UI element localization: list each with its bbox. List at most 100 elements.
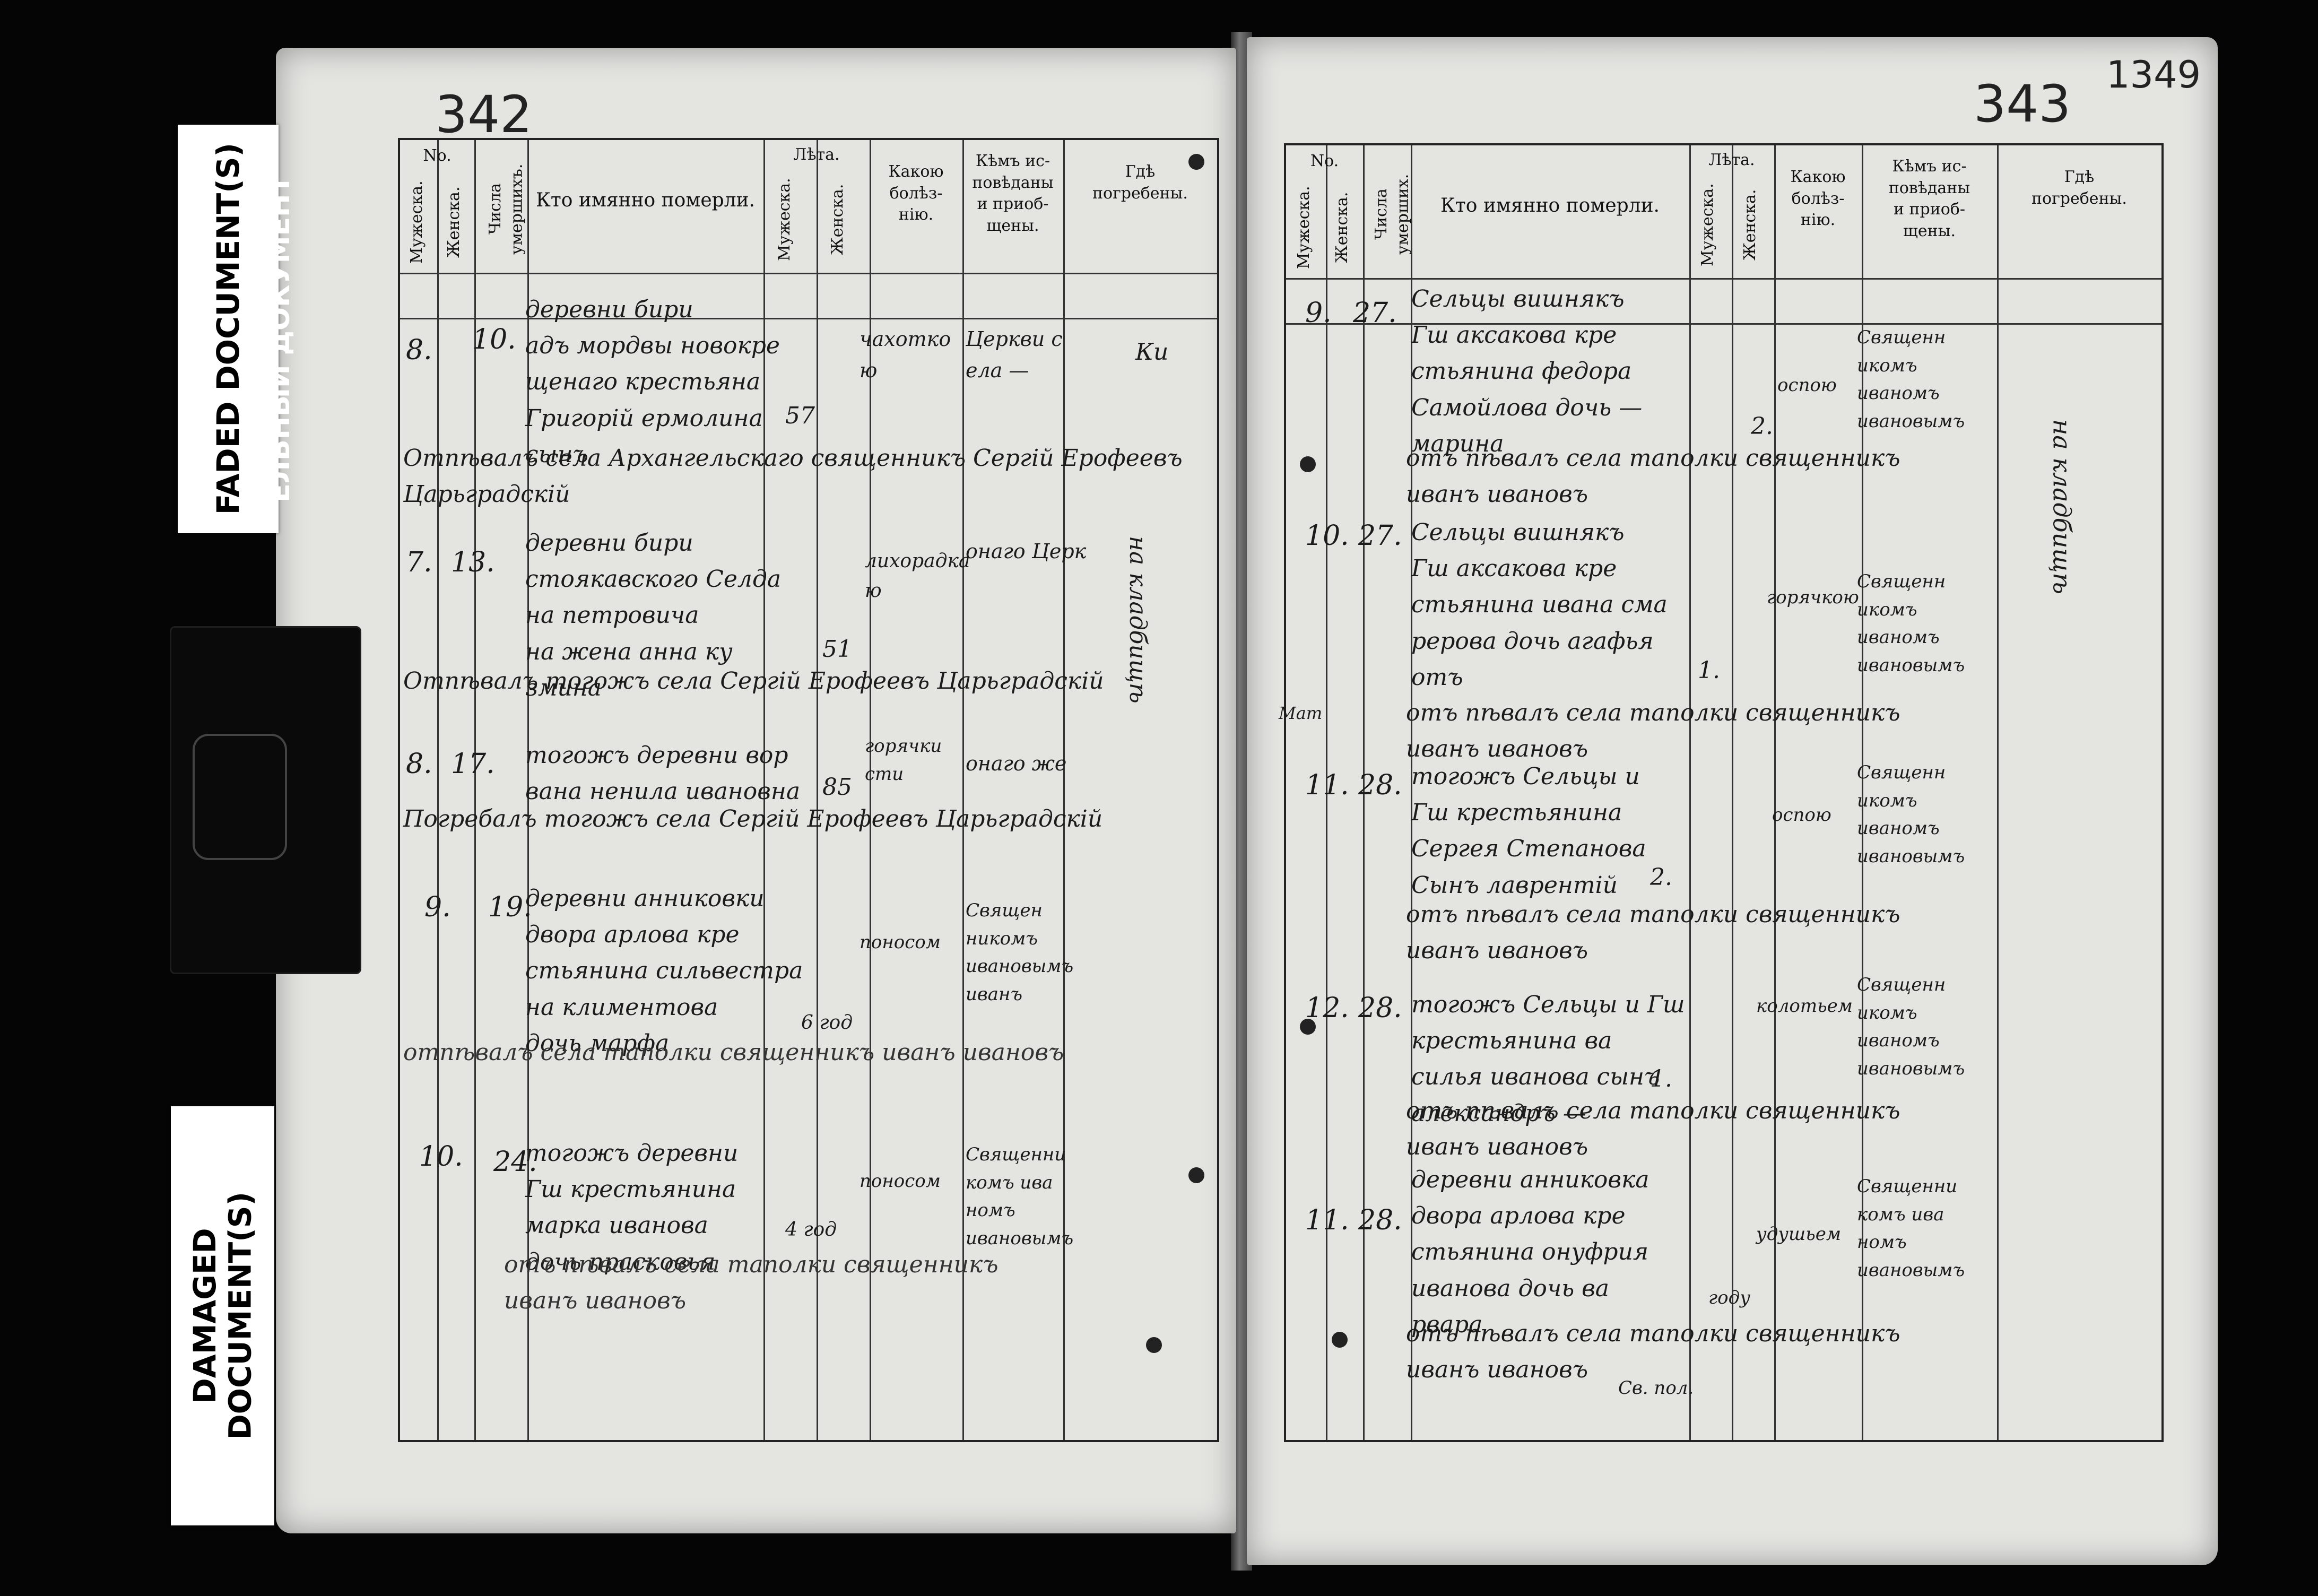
entry-illness: оспою — [1777, 375, 1837, 396]
entry-note: Отпѣвалъ тогожъ села Сергій Ерофеевъ Цар… — [403, 667, 1104, 695]
entry-text: тогожъ Сельцы и Гш крестьянина ва силья … — [1411, 991, 1685, 1127]
entry-age: 1. — [1650, 1065, 1672, 1092]
right-page-number: 343 — [1974, 74, 2071, 134]
margin-burial-note: на кладбищѣ — [1124, 536, 1152, 704]
corner-page-number: 1349 — [2106, 53, 2201, 97]
header-day: Числа умерших. — [1372, 174, 1412, 255]
binder-clip — [170, 626, 361, 974]
margin-small-note: Мат — [1279, 703, 1323, 723]
entry-note: отпѣвалъ села таполки священникъ иванъ и… — [403, 1039, 1064, 1066]
header-buried: Гдѣ погребены. — [2031, 168, 2127, 208]
entry-text: тогожъ Сельцы и Гш крестьянина Сергея Ст… — [1411, 763, 1646, 899]
header-age-male: Мужеска. — [775, 178, 794, 262]
entry-day: 10. — [472, 324, 516, 355]
entry-illness: горячки сти — [865, 735, 942, 785]
damaged-document-label: DAMAGED DOCUMENT(S) — [171, 1106, 274, 1525]
entry-day: 28. — [1358, 769, 1402, 801]
faded-document-label: FADED DOCUMENT(S) — [178, 125, 279, 533]
header-age: Лѣта. — [793, 145, 840, 164]
entry-text: тогожъ деревни вор вана ненила ивановна — [525, 742, 801, 805]
right-page: 343 1349 No. Мужеска. Женска. Числа умер… — [1247, 37, 2218, 1565]
entry-no: 12. — [1305, 992, 1349, 1024]
header-no: No. — [423, 146, 452, 165]
entry-text: деревни анниковки двора арлова кре стьян… — [525, 885, 803, 1057]
entry-note: отъ пѣвалъ села таполки священникъ иванъ… — [1406, 1097, 1900, 1161]
header-who: Кто имянно померли. — [535, 189, 756, 211]
entry-age: году — [1708, 1287, 1750, 1308]
entry-day: 19. — [488, 891, 532, 923]
entry-no: 8. — [406, 748, 432, 780]
right-register-table: No. Мужеска. Женска. Числа умерших. Кто … — [1284, 143, 2164, 1442]
header-buried: Гдѣ погребены. — [1092, 162, 1188, 203]
header-male: Мужеска. — [407, 180, 426, 264]
header-age-female: Женска. — [1741, 189, 1759, 261]
entry-text: тогожъ деревни Гш крестьянина марка иван… — [525, 1140, 739, 1276]
entry-confessor: онаго же — [966, 752, 1067, 775]
binding-hole — [1300, 1019, 1316, 1035]
header-who: Кто имянно померли. — [1440, 195, 1660, 216]
entry-age: 6 год — [801, 1012, 853, 1034]
margin-small-note: Св. пол. — [1618, 1377, 1694, 1399]
entry-note: отъ пѣвалъ села таполки священникъ иванъ… — [1406, 699, 1900, 763]
entry-note: Отпѣвалъ села Архангельскаго священникъ … — [403, 445, 1183, 508]
binding-hole — [1332, 1332, 1348, 1348]
entry-illness: поносом — [860, 1170, 941, 1192]
entry-text: деревни бири адъ мордвы новокре щенаго к… — [525, 296, 780, 468]
entry-illness: поносом — [860, 932, 941, 953]
entry-no: 7. — [406, 547, 432, 578]
entry-illness: горячкою — [1767, 587, 1859, 608]
header-female: Женска. — [1333, 192, 1351, 264]
entry-text: Сельцы вишнякъ Гш аксакова кре стьянина … — [1411, 285, 1643, 457]
entry-age: 85 — [822, 774, 852, 801]
entry-illness: оспою — [1772, 804, 1831, 826]
left-page: 342 No. Мужеска. Женска. Числа умершихъ.… — [276, 48, 1236, 1533]
entry-day: 28. — [1358, 992, 1402, 1024]
binding-hole — [1300, 456, 1316, 472]
header-age-female: Женска. — [828, 184, 847, 256]
entry-text: Сельцы вишнякъ Гш аксакова кре стьянина … — [1411, 519, 1668, 691]
header-confessed: Кѣмъ ис- повѣданы и приоб- щены. — [1888, 157, 1970, 240]
entry-no: 9. — [424, 891, 451, 923]
binding-hole — [1188, 154, 1204, 170]
entry-day: 28. — [1358, 1204, 1402, 1236]
header-illness: Какою болѣз- нію. — [888, 162, 944, 224]
entry-age: 4 год — [785, 1219, 837, 1241]
entry-illness: колотьем — [1756, 995, 1853, 1017]
margin-mark: Ки — [1135, 339, 1169, 366]
entry-age: 2. — [1751, 413, 1773, 440]
header-no: No. — [1310, 152, 1339, 170]
entry-confessor: Священни комъ ива номъ ивановымъ — [1857, 1176, 1965, 1281]
entry-age: 57 — [785, 402, 815, 429]
entry-confessor: Священни комъ ива номъ ивановымъ — [966, 1144, 1074, 1250]
entry-illness: удушьем — [1756, 1224, 1842, 1245]
entry-day: 24. — [493, 1146, 537, 1178]
entry-confessor: Священ никомъ ивановымъ иванъ — [966, 900, 1074, 1005]
entry-confessor: Священн икомъ иваномъ ивановымъ — [1857, 974, 1965, 1080]
entry-text: деревни бири стоякавского Селда на петро… — [525, 530, 782, 701]
entry-confessor: Священн икомъ иваномъ ивановымъ — [1857, 327, 1965, 432]
entry-confessor: Священн икомъ иваномъ ивановымъ — [1857, 571, 1965, 676]
entry-age: 2. — [1650, 864, 1672, 891]
entry-age: 1. — [1698, 657, 1720, 684]
entry-note: Погребалъ тогожъ села Сергій Ерофеевъ Ца… — [403, 805, 1103, 832]
entry-day: 27. — [1353, 297, 1397, 329]
header-illness: Какою болѣз- нію. — [1790, 168, 1846, 229]
binding-hole — [1146, 1337, 1162, 1353]
entry-illness: лихорадка ю — [865, 550, 970, 602]
header-female: Женска. — [445, 186, 463, 258]
entry-day: 27. — [1358, 520, 1402, 552]
entry-note: отъ пѣвалъ села таполки священникъ иванъ… — [1406, 1320, 1900, 1384]
left-page-number: 342 — [435, 85, 533, 144]
left-register-table: No. Мужеска. Женска. Числа умершихъ. Кто… — [398, 138, 1219, 1442]
entry-no: 10. — [1305, 520, 1349, 552]
entry-note: отъ пѣвалъ села таполки священникъ иванъ… — [1406, 901, 1900, 965]
binding-hole — [1188, 1167, 1204, 1183]
entry-day: 13. — [451, 547, 495, 578]
entry-note: отъ пѣвалъ села таполки священникъ иванъ… — [1406, 445, 1900, 508]
header-male: Мужеска. — [1295, 186, 1313, 270]
entry-no: 11. — [1305, 1204, 1349, 1236]
header-confessed: Кѣмъ ис- повѣданы и приоб- щены. — [972, 152, 1054, 235]
entry-no: 9. — [1305, 297, 1332, 329]
header-age: Лѣта. — [1708, 151, 1755, 169]
header-day: Числа умершихъ. — [486, 163, 526, 255]
